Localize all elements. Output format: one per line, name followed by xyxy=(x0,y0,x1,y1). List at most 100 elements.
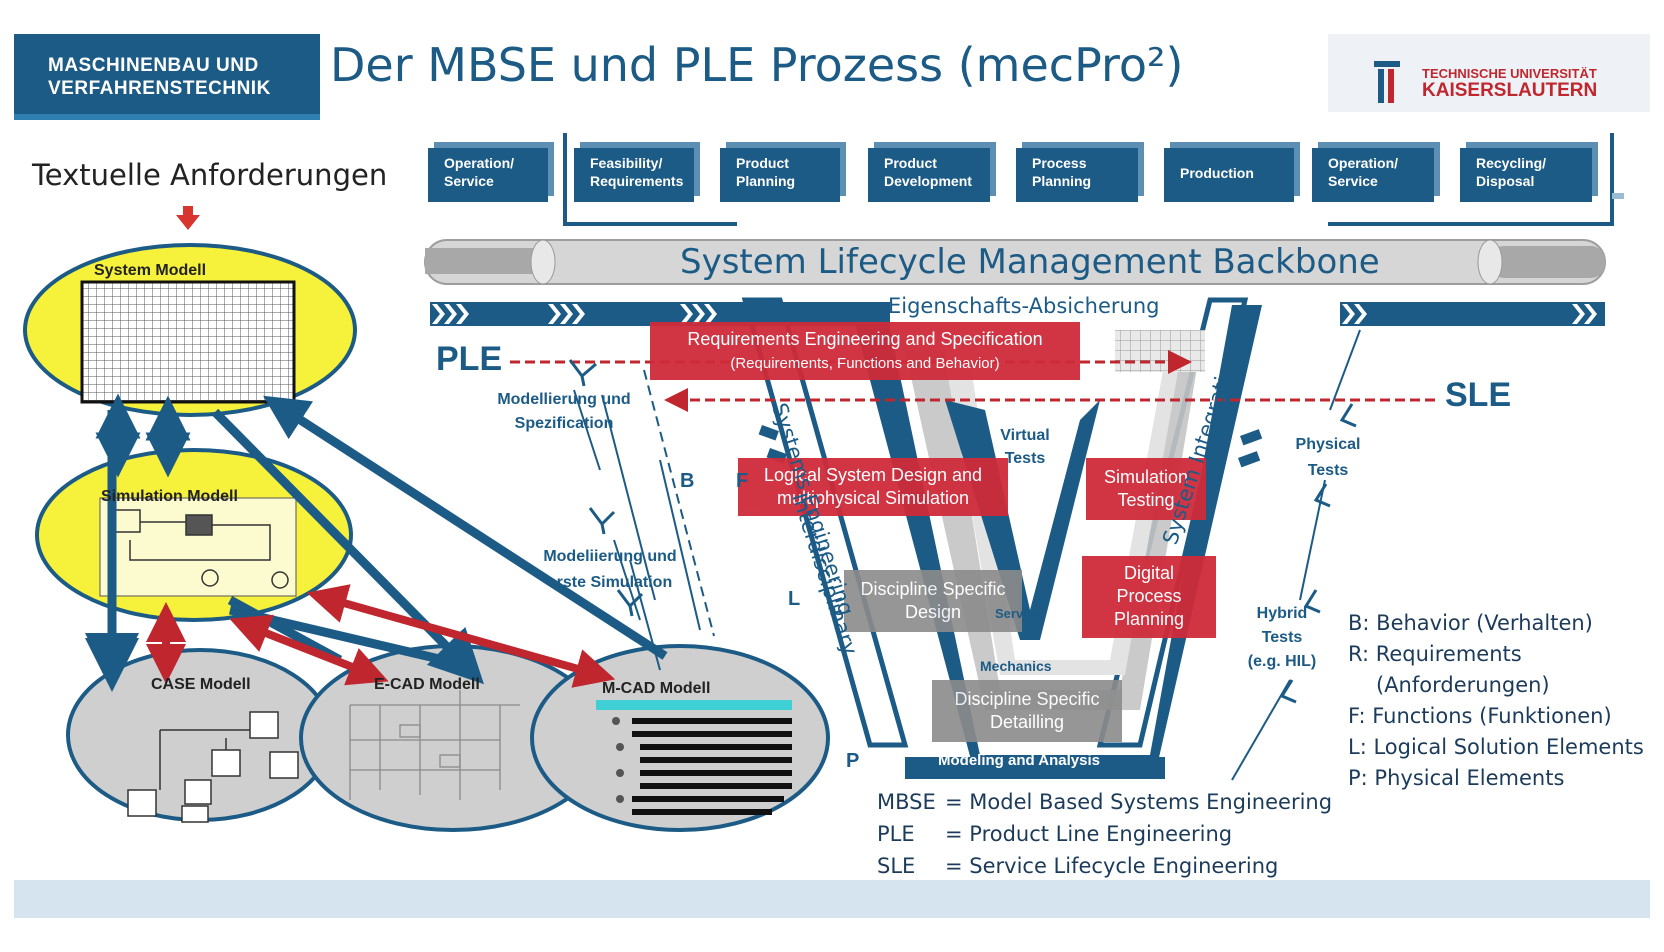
service-label: Service xyxy=(995,606,1042,621)
phase-line2: Planning xyxy=(736,173,796,189)
university-line2: KAISERSLAUTERN xyxy=(1422,80,1598,101)
footer-band xyxy=(14,880,1650,918)
physical-tests-label: Physical Tests xyxy=(1290,432,1366,484)
abbr-key: PLE xyxy=(877,822,915,846)
ple-label: PLE xyxy=(436,340,503,378)
sim-testing-line1: Simulation xyxy=(1103,467,1189,487)
phase-bracket-right xyxy=(1328,133,1614,226)
phase-line2: Service xyxy=(1328,173,1378,189)
v-model-inner-left xyxy=(741,297,909,748)
legend-r: R: Requirements xyxy=(1348,642,1522,666)
mechanics-label: Mechanics xyxy=(980,658,1052,674)
phase-operation-service-1[interactable]: Operation/ Service xyxy=(428,148,548,202)
phase-bracket-left xyxy=(563,133,737,226)
discipline-specific-detailling-box[interactable]: Discipline Specific Detailling xyxy=(932,680,1122,742)
simulation-testing-box[interactable]: Simulation Testing xyxy=(1086,458,1206,520)
phase-line1: Process xyxy=(1032,155,1087,171)
abbr-key: MBSE xyxy=(877,790,936,814)
institute-line1: MASCHINENBAU UND xyxy=(48,55,259,76)
case-model-diagram xyxy=(127,711,299,823)
phase-product-planning[interactable]: Product Planning xyxy=(720,148,840,202)
logical-system-design-box[interactable]: Logical System Design and multiphysical … xyxy=(738,458,1008,516)
phase-recycling-disposal[interactable]: Recycling/ Disposal xyxy=(1460,148,1592,202)
phase-feasibility-requirements[interactable]: Feasibility/ Requirements xyxy=(574,148,694,202)
letter-f: F xyxy=(736,470,749,492)
system-model-diagram xyxy=(80,280,296,404)
modeling-analysis-label: Modeling and Analysis xyxy=(938,752,1100,769)
institute-underline xyxy=(14,114,320,120)
disc-detail-line1: Discipline Specific xyxy=(954,689,1100,709)
chevron-strip xyxy=(430,302,1605,326)
institute-logo: MASCHINENBAU UND VERFAHRENSTECHNIK xyxy=(14,34,320,120)
disc-detail-line2: Detailling xyxy=(989,712,1065,732)
physical-line2: Tests xyxy=(1307,462,1349,479)
university-name: TECHNISCHE UNIVERSITÄT KAISERSLAUTERN xyxy=(1422,66,1597,101)
hybrid-line1: Hybrid xyxy=(1256,605,1308,622)
legend: B: Behavior (Verhalten) R: Requirements … xyxy=(1348,608,1644,794)
legend-r-sub: (Anforderungen) xyxy=(1376,673,1550,697)
physical-line1: Physical xyxy=(1295,436,1361,453)
modeliierung-line2: erste Simulation xyxy=(547,574,673,591)
left-diagonal-lines xyxy=(573,389,701,671)
ecad-model-diagram xyxy=(349,690,520,800)
letter-p: P xyxy=(846,750,860,772)
abbreviations: MBSE = Model Based Systems Engineering PL… xyxy=(877,786,1332,882)
logical-line2: multiphysical Simulation xyxy=(776,488,970,508)
digital-line1: Digital xyxy=(1123,563,1175,583)
mcad-model-label: M-CAD Modell xyxy=(602,680,711,697)
hybrid-tests-label: Hybrid Tests (e.g. HIL) xyxy=(1244,602,1320,674)
req-line2: (Requirements, Functions and Behavior) xyxy=(730,355,1000,372)
modeliierung-simulation-label: Modeliierung und erste Simulation xyxy=(530,544,690,596)
phase-line2: Service xyxy=(444,173,494,189)
discipline-specific-design-box[interactable]: Discipline Specific Design xyxy=(844,570,1022,632)
mcad-model-tree xyxy=(596,700,792,815)
legend-b: B: Behavior (Verhalten) xyxy=(1348,611,1593,635)
abbr-row-sle: SLE= Service Lifecycle Engineering xyxy=(877,850,1332,882)
v-model-outer xyxy=(850,305,1262,775)
requirements-engineering-box[interactable]: Requirements Engineering and Specificati… xyxy=(650,322,1080,380)
grid-panel xyxy=(1115,330,1205,372)
phase-product-development[interactable]: Product Development xyxy=(868,148,990,202)
case-model-label: CASE Modell xyxy=(151,676,251,693)
legend-f: F: Functions (Funktionen) xyxy=(1348,704,1612,728)
digital-line2: Process xyxy=(1116,586,1182,606)
phase-line1: Feasibility/ xyxy=(590,155,663,171)
phase-line1: Operation/ xyxy=(444,155,515,171)
phase-line2: Planning xyxy=(1032,173,1092,189)
abbr-text: = Model Based Systems Engineering xyxy=(945,790,1333,814)
req-line1: Requirements Engineering and Specificati… xyxy=(687,329,1043,349)
modellierung-label: Modellierung und Spezification xyxy=(484,388,644,436)
phase-line2: Disposal xyxy=(1476,173,1535,189)
abbr-row-mbse: MBSE = Model Based Systems Engineering xyxy=(877,786,1332,818)
modeliierung-line1: Modeliierung und xyxy=(543,548,677,565)
legend-l: L: Logical Solution Elements xyxy=(1348,735,1644,759)
modellierung-line1: Modellierung und xyxy=(497,391,631,408)
phase-line2: Requirements xyxy=(590,173,684,189)
letter-b: B xyxy=(680,470,695,492)
eigenschafts-label: Eigenschafts-Absicherung xyxy=(888,294,1160,318)
right-dash-marks xyxy=(1238,429,1263,468)
phase-line1: Product xyxy=(884,155,937,171)
phase-production[interactable]: Production xyxy=(1164,148,1294,202)
modeling-base-bar xyxy=(905,757,1165,779)
phase-operation-service-2[interactable]: Operation/ Service xyxy=(1312,148,1434,202)
textual-requirements-label: Textuelle Anforderungen xyxy=(32,158,388,192)
abbr-text: = Product Line Engineering xyxy=(945,822,1233,846)
phase-line1: Recycling/ xyxy=(1476,155,1547,171)
modellierung-line2: Spezification xyxy=(514,415,614,432)
digital-process-planning-box[interactable]: Digital Process Planning xyxy=(1082,556,1216,638)
phase-line1: Production xyxy=(1180,165,1254,181)
abbr-row-ple: PLE = Product Line Engineering xyxy=(877,818,1332,850)
down-arrow-icon xyxy=(176,206,200,230)
mcad-model-ellipse[interactable] xyxy=(530,644,830,832)
phase-process-planning[interactable]: Process Planning xyxy=(1016,148,1138,202)
phase-line1: Product xyxy=(736,155,789,171)
hybrid-line2: Tests xyxy=(1261,629,1303,646)
virtual-line1: Virtual xyxy=(1000,427,1050,444)
simulation-model-label: Simulation Modell xyxy=(101,488,238,505)
simulation-schematic xyxy=(111,509,289,589)
red-bidirectional-links xyxy=(146,584,616,688)
page-title: Der MBSE und PLE Prozess (mecPro²) xyxy=(330,38,1184,92)
institute-line2: VERFAHRENSTECHNIK xyxy=(48,78,271,99)
legend-p: P: Physical Elements xyxy=(1348,766,1565,790)
